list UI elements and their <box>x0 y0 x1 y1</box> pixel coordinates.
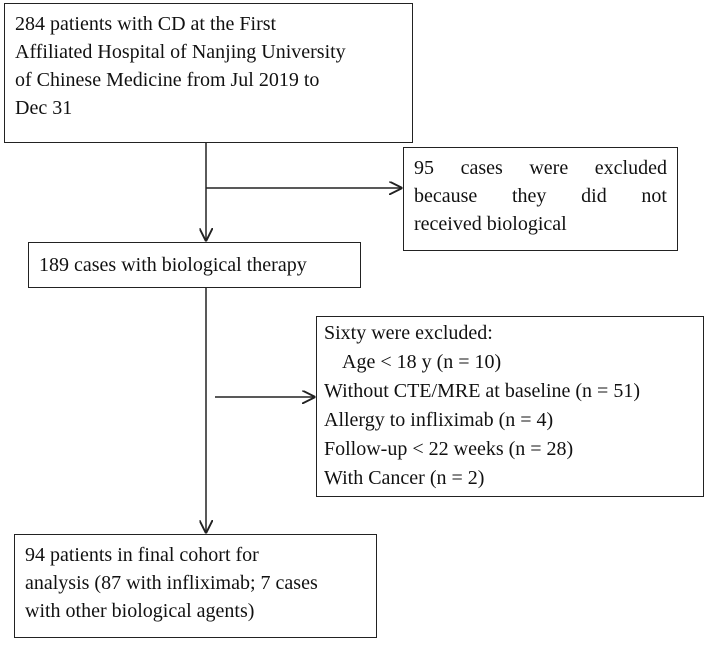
word: not <box>641 185 667 207</box>
box-text-line: of Chinese Medicine from Jul 2019 to <box>15 69 320 91</box>
box-text-line: 94 patients in final cohort for <box>25 544 259 566</box>
word: excluded <box>594 157 667 179</box>
flow-box-initial-patients: 284 patients with CD at the First Affili… <box>4 3 413 143</box>
box-text-line: Dec 31 <box>15 97 73 119</box>
box-text-line: 189 cases with biological therapy <box>39 254 307 276</box>
box-text-line: received biological <box>414 213 567 235</box>
flow-box-excluded-sixty: Sixty were excluded: Age < 18 y (n = 10)… <box>316 316 704 497</box>
word: because <box>414 185 478 207</box>
word: were <box>529 157 569 179</box>
flow-box-final-cohort: 94 patients in final cohort for analysis… <box>14 534 377 638</box>
flow-box-excluded-no-biological: 95 cases were excluded because they did not re… <box>403 147 678 251</box>
flow-box-biological-therapy: 189 cases with biological therapy <box>28 242 361 288</box>
word: cases <box>460 157 503 179</box>
box-text-line: Sixty were excluded: <box>324 322 493 344</box>
box-text-line: Without CTE/MRE at baseline (n = 51) <box>324 380 640 402</box>
box-text-line: because they did not <box>414 182 667 210</box>
box-text-line: 95 cases were excluded <box>414 154 667 182</box>
box-text-line: with other biological agents) <box>25 600 255 622</box>
box-text-line: With Cancer (n = 2) <box>324 467 485 489</box>
box-text-line: Age < 18 y (n = 10) <box>342 351 502 373</box>
box-text-line: Follow-up < 22 weeks (n = 28) <box>324 438 574 460</box>
box-text-line: Affiliated Hospital of Nanjing Universit… <box>15 41 346 63</box>
word: did <box>581 185 607 207</box>
word: they <box>512 185 547 207</box>
box-text-line: 284 patients with CD at the First <box>15 13 277 35</box>
box-text-line: Allergy to infliximab (n = 4) <box>324 409 554 431</box>
box-text-line: analysis (87 with infliximab; 7 cases <box>25 572 318 594</box>
word: 95 <box>414 157 434 179</box>
